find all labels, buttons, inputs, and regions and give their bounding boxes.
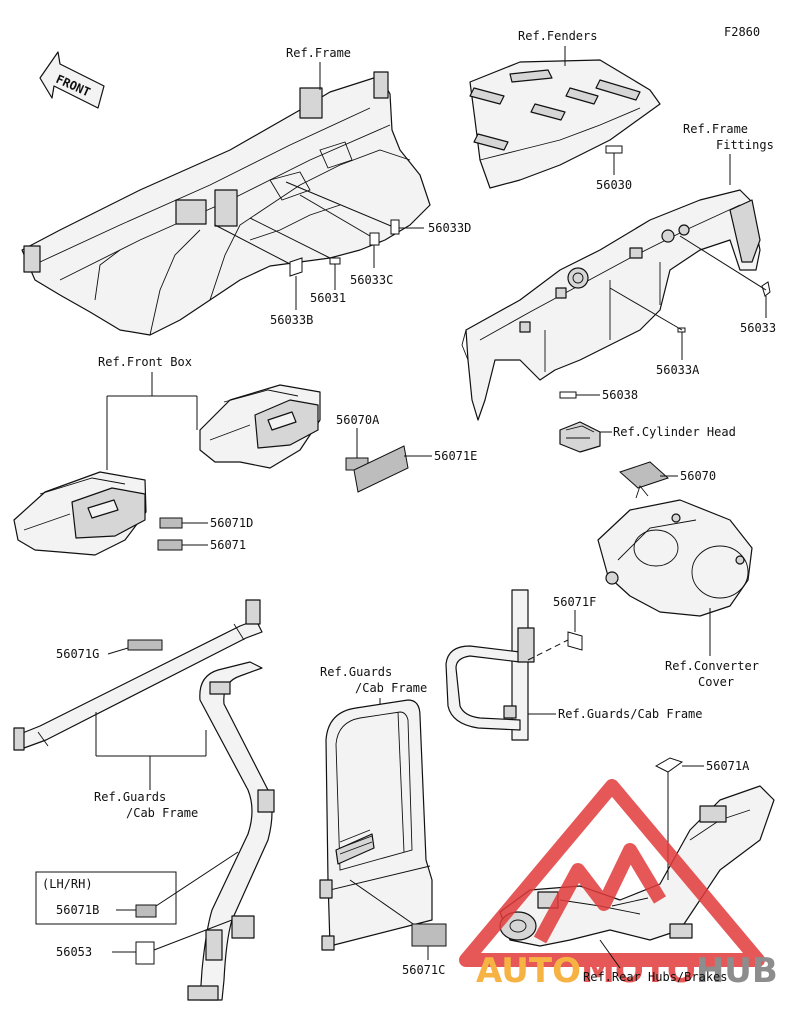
decal-56071B bbox=[135, 904, 157, 918]
ref-converter-cover-label-1: Ref.Converter bbox=[665, 659, 759, 673]
decal-56071G bbox=[127, 639, 163, 651]
figure-code: F2860 bbox=[724, 25, 760, 39]
decal-56030 bbox=[605, 145, 623, 154]
svg-text:AUTOMOTOHUB: AUTOMOTOHUB bbox=[476, 951, 778, 991]
rear-hub-drawing bbox=[499, 785, 775, 947]
front-box-upper-drawing bbox=[199, 384, 321, 469]
ref-guards-mid-label-1: Ref.Guards bbox=[320, 665, 392, 679]
cylinder-head-drawing bbox=[559, 421, 601, 453]
frame-decals bbox=[289, 219, 400, 277]
decal-56070 bbox=[619, 461, 669, 489]
ref-guards-left-label-1: Ref.Guards bbox=[94, 790, 166, 804]
part-56071: 56071 bbox=[210, 538, 246, 552]
rear-pillar-drawing bbox=[187, 661, 275, 1001]
decal-56033B bbox=[289, 257, 303, 277]
ref-rear-hubs-brakes-label: Ref.Rear Hubs/Brakes bbox=[583, 970, 728, 984]
ref-frame-fittings-label-2: Fittings bbox=[716, 138, 774, 152]
part-56070: 56070 bbox=[680, 469, 716, 483]
lh-rh-note: (LH/RH) bbox=[42, 877, 93, 891]
front-arrow-icon: FRONT bbox=[39, 51, 105, 109]
decal-56071 bbox=[157, 539, 183, 551]
part-56031: 56031 bbox=[310, 291, 346, 305]
decal-56033 bbox=[761, 281, 771, 297]
decal-56033D bbox=[390, 219, 400, 235]
lh-rh-box bbox=[35, 871, 177, 925]
watermark-text-b: MOTO bbox=[581, 951, 696, 991]
part-56071A: 56071A bbox=[706, 759, 750, 773]
part-56033A: 56033A bbox=[656, 363, 700, 377]
cab-door-drawing bbox=[319, 699, 433, 951]
part-56071D: 56071D bbox=[210, 516, 253, 530]
automotohub-watermark-logo: AUTOMOTOHUB bbox=[459, 779, 778, 991]
ref-converter-cover-label-2: Cover bbox=[698, 675, 734, 689]
part-56053: 56053 bbox=[56, 945, 92, 959]
ref-fenders-label: Ref.Fenders bbox=[518, 29, 597, 43]
part-56030: 56030 bbox=[596, 178, 632, 192]
part-56033: 56033 bbox=[740, 321, 776, 335]
decal-56071E bbox=[353, 445, 409, 493]
decal-56038 bbox=[559, 391, 577, 399]
ref-guards-mid-label-2: /Cab Frame bbox=[355, 681, 427, 695]
part-56071G: 56071G bbox=[56, 647, 99, 661]
part-56071B: 56071B bbox=[56, 903, 99, 917]
watermark-zigzag-icon bbox=[533, 843, 667, 944]
decal-56071C bbox=[411, 923, 447, 947]
fender-drawing bbox=[469, 59, 661, 189]
ref-guards-left-label-2: /Cab Frame bbox=[126, 806, 198, 820]
converter-cover-drawing bbox=[597, 485, 753, 617]
part-56033D: 56033D bbox=[428, 221, 471, 235]
part-56038: 56038 bbox=[602, 388, 638, 402]
watermark-text-c: HUB bbox=[696, 951, 778, 991]
part-56033B: 56033B bbox=[270, 313, 313, 327]
part-56071C: 56071C bbox=[402, 963, 445, 977]
guard-bar-left-drawing bbox=[13, 599, 263, 751]
decal-56033C bbox=[369, 232, 380, 246]
ref-guards-cab-frame-right-label: Ref.Guards/Cab Frame bbox=[558, 707, 703, 721]
ref-cylinder-head-label: Ref.Cylinder Head bbox=[613, 425, 736, 439]
decal-56071A bbox=[654, 757, 684, 773]
part-56033C: 56033C bbox=[350, 273, 393, 287]
part-56070A: 56070A bbox=[336, 413, 380, 427]
watermark-text-a: AUTO bbox=[476, 951, 581, 991]
part-56071F: 56071F bbox=[553, 595, 596, 609]
decal-56053 bbox=[135, 941, 155, 965]
guard-bar-right-drawing bbox=[445, 589, 535, 741]
ref-front-box-label: Ref.Front Box bbox=[98, 355, 192, 369]
front-box-lower-drawing bbox=[13, 471, 147, 556]
frame-drawing bbox=[21, 71, 431, 336]
ref-frame-fittings-label-1: Ref.Frame bbox=[683, 122, 748, 136]
watermark-triangle-icon bbox=[459, 779, 765, 967]
ref-frame-label: Ref.Frame bbox=[286, 46, 351, 60]
decal-56031 bbox=[329, 257, 341, 265]
decal-56071D bbox=[159, 517, 183, 529]
dashboard-drawing bbox=[461, 189, 761, 421]
decal-56071F bbox=[567, 631, 583, 651]
part-56071E: 56071E bbox=[434, 449, 477, 463]
